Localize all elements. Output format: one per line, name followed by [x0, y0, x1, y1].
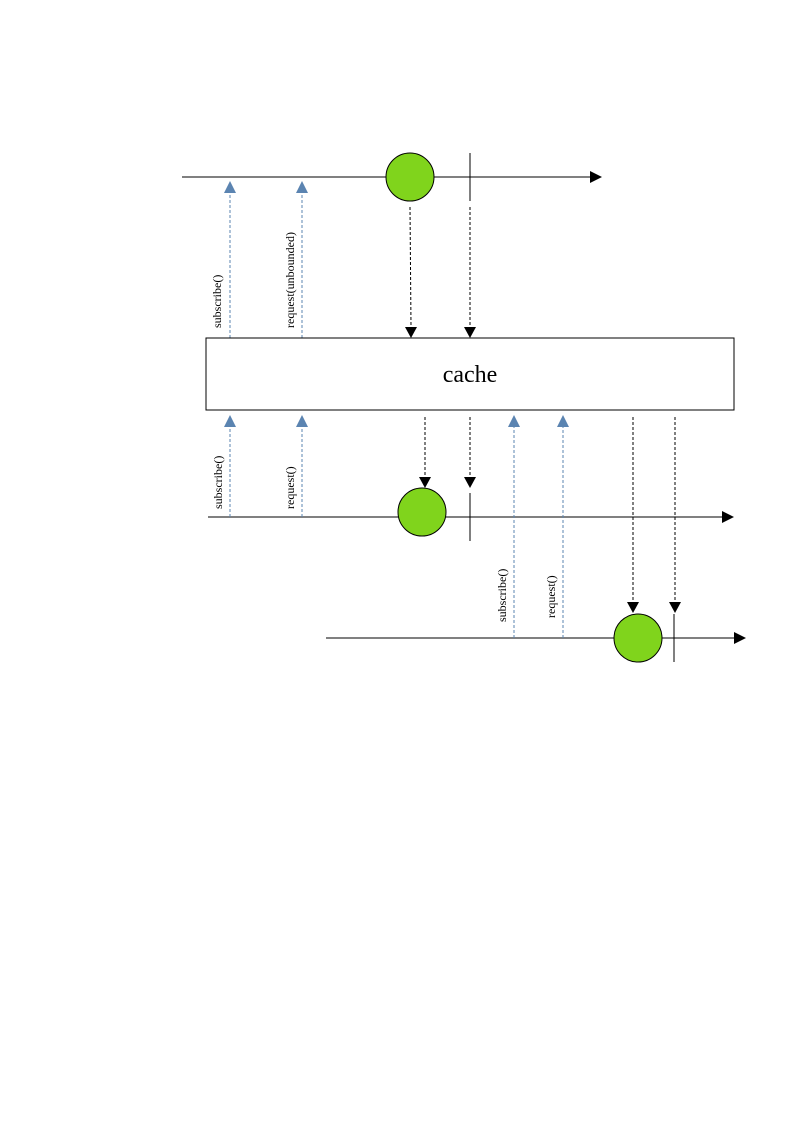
subscriber-2-complete-arrow: [669, 417, 681, 613]
upstream-request-label: request(unbounded): [283, 232, 297, 328]
subscriber-1-complete-arrow: [464, 417, 476, 488]
upstream-complete-arrow: [464, 207, 476, 338]
upstream-request-arrow: [296, 181, 308, 338]
timeline-arrowhead: [590, 171, 602, 183]
cache-operator: cache: [205, 337, 735, 411]
subscriber-2-item-arrow: [627, 417, 639, 613]
emitted-item: [385, 152, 435, 202]
cache-label: cache: [443, 362, 498, 388]
received-item: [613, 613, 663, 663]
timeline-arrowhead: [734, 632, 746, 644]
upstream-subscribe-label: subscribe(): [210, 275, 224, 328]
subscriber-2-request-label: request(): [544, 575, 558, 618]
subscriber-1-subscribe-arrow: [224, 415, 236, 517]
subscriber-2-request-arrow: [557, 415, 569, 638]
timeline-arrowhead: [722, 511, 734, 523]
upstream-item-arrow: [405, 206, 417, 338]
received-item: [397, 487, 447, 537]
subscriber-2-subscribe-label: subscribe(): [495, 569, 509, 622]
upstream-subscribe-arrow: [224, 181, 236, 338]
subscriber-2-timeline: [326, 613, 746, 663]
subscriber-1-request-label: request(): [283, 466, 297, 509]
subscriber-1-item-arrow: [419, 417, 431, 488]
subscriber-1-timeline: [208, 487, 734, 541]
subscriber-1-subscribe-label: subscribe(): [211, 456, 225, 509]
subscriber-1-request-arrow: [296, 415, 308, 517]
subscriber-2-subscribe-arrow: [508, 415, 520, 638]
upstream-timeline: [182, 152, 602, 202]
